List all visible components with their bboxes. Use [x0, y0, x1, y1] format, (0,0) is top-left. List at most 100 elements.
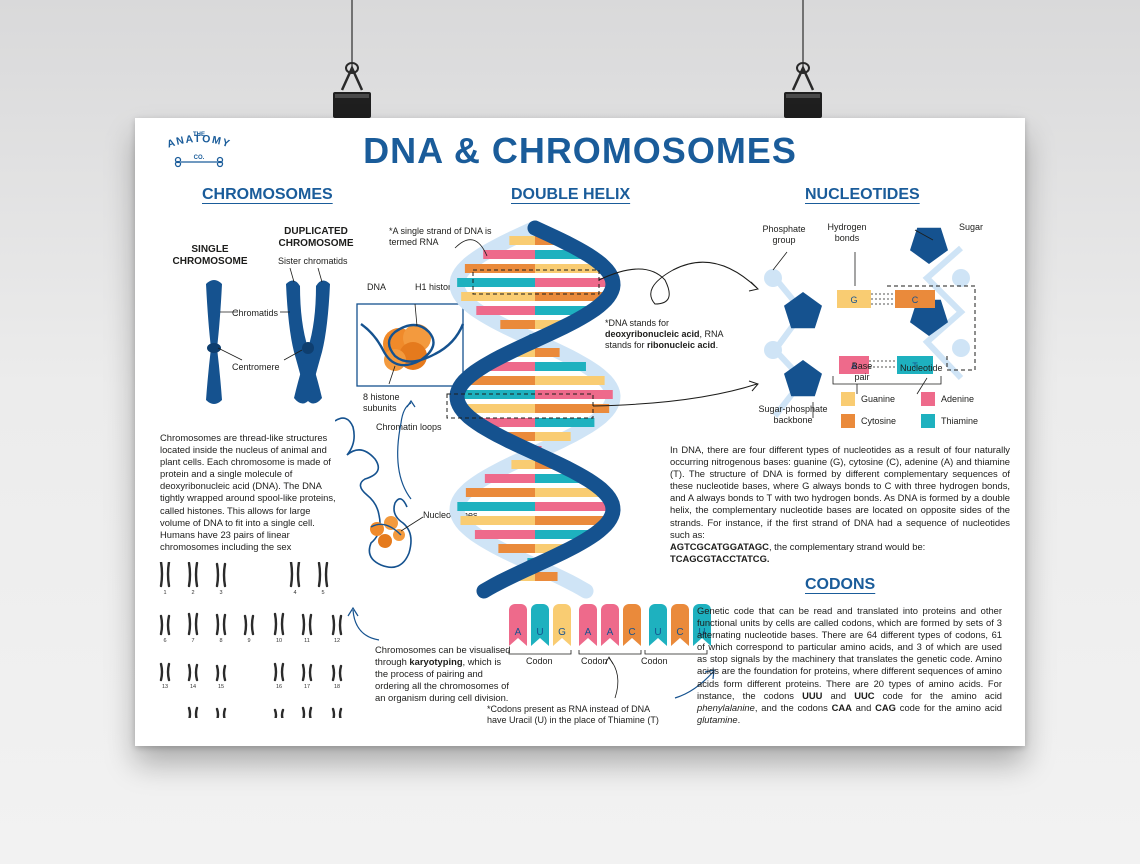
- base-pair-rung: [465, 488, 605, 497]
- chromosome-pair: [301, 706, 313, 718]
- brand-name: ANATOMY: [166, 133, 231, 151]
- karyotype-number: 8: [219, 638, 222, 644]
- double-helix: [446, 220, 759, 599]
- chromosome-pair: [187, 663, 199, 682]
- codons-m4: and: [851, 701, 876, 713]
- histone-subunits-label: 8 histone subunits: [363, 392, 400, 413]
- chromosome-pair: [215, 613, 227, 636]
- codon-letter: C: [628, 627, 635, 638]
- hanging-clips: [333, 0, 822, 118]
- chromosome-pair: [331, 614, 343, 636]
- chromosome-pair: [301, 663, 313, 682]
- dna-label: DNA: [367, 282, 387, 292]
- guanine-base: G: [837, 290, 871, 308]
- chromosome-pair: [273, 708, 285, 718]
- codon-label-2: Codon: [581, 656, 608, 666]
- base-legend: Guanine Adenine Cytosine Thiamine: [841, 392, 981, 432]
- legend-cytosine-text: Cytosine: [861, 416, 897, 426]
- sugar-pentagon: [784, 292, 822, 329]
- dna-note-bold2: ribonucleic acid: [647, 340, 716, 350]
- dna-note-end: .: [715, 340, 719, 350]
- karyotype-number: 4: [293, 590, 296, 596]
- leader-line: [772, 251, 788, 271]
- codon-letter: U: [654, 627, 661, 638]
- poster: THE ANATOMY CO. DNA & CHROMOSOMES CHROMO…: [135, 118, 1025, 746]
- selection-box: [472, 269, 600, 295]
- brand-suffix: CO.: [194, 155, 205, 161]
- nucleotide-label: Nucleotide: [900, 363, 943, 373]
- sugar-pentagon: [910, 299, 948, 336]
- base-pair-rung: [460, 516, 610, 525]
- chromosome-pair: [215, 664, 227, 682]
- codon-nucleotide: A: [601, 604, 619, 646]
- amino-phenylalanine: phenylalanine: [697, 701, 755, 713]
- chromosome-pair: [317, 562, 329, 588]
- chromosome-pair: [273, 662, 285, 682]
- cytosine-base: C: [895, 290, 935, 308]
- chromosome-pair: [215, 707, 227, 718]
- codon-cag: CAG: [875, 701, 896, 713]
- chromosome-pair: [187, 562, 199, 588]
- chromosome-pair: [301, 613, 313, 636]
- rna-note: *A single strand of DNA is termed RNA: [389, 226, 492, 247]
- base-pair-rung: [483, 250, 587, 259]
- karyotype-number: 7: [191, 638, 194, 644]
- karyotype-number: 18: [334, 684, 340, 690]
- codon-nucleotide: G: [553, 604, 571, 646]
- codon-nucleotide: U: [693, 604, 711, 646]
- karyotype-number: 10: [276, 638, 282, 644]
- karyotype-number: 11: [304, 638, 310, 644]
- sugar-pentagon: [910, 227, 948, 264]
- phosphate-group: [952, 269, 970, 287]
- base-pair-rung: [461, 292, 609, 301]
- codons-m2: code for the amino acid: [874, 689, 1002, 701]
- codon-nucleotide: A: [579, 604, 597, 646]
- chromosome-pair: [289, 562, 301, 588]
- sister-chromatids-label: Sister chromatids: [278, 256, 348, 266]
- codon-letter: A: [515, 627, 522, 638]
- duplicated-chromosome: [286, 280, 330, 404]
- karyotype-number: 13: [162, 684, 168, 690]
- phosphate-group-label: Phosphate group: [762, 224, 806, 245]
- bone-icon: [174, 156, 224, 168]
- arrow-to-nucleotides-icon: [598, 261, 758, 305]
- chromatin-strand: [335, 399, 424, 569]
- codon-letter: A: [607, 627, 614, 638]
- codons-p1: Genetic code that can be read and transl…: [697, 605, 1002, 701]
- heading-nucleotides: NUCLEOTIDES: [805, 186, 920, 203]
- base-pair-rung: [464, 264, 606, 273]
- chromosome-pair: [159, 562, 171, 588]
- chromosome-pair: [243, 614, 255, 636]
- base-pair-rung: [476, 306, 594, 315]
- base-pair-rung: [475, 418, 595, 427]
- chromosome-pair: [273, 612, 285, 636]
- codon-nucleotide: C: [623, 604, 641, 646]
- brand-logo: THE ANATOMY CO.: [166, 132, 231, 168]
- page-title: DNA & CHROMOSOMES: [363, 130, 797, 171]
- sequence-2: TCAGCGTACCTATCG.: [670, 552, 770, 564]
- chromosome-pair: [331, 664, 343, 682]
- leader-line: [914, 229, 934, 241]
- cytosine-swatch: [841, 414, 855, 428]
- chromosome-pair: [215, 562, 227, 588]
- codon-nucleotide: U: [649, 604, 667, 646]
- base-pair-rung: [457, 502, 613, 511]
- chromosomes-paragraph: Chromosomes are thread-like structures l…: [160, 432, 336, 552]
- binder-clip-icon: [333, 62, 371, 118]
- chromatids-label: Chromatids: [232, 308, 279, 318]
- dna-acronym-note: *DNA stands for deoxyribonucleic acid, R…: [605, 318, 730, 351]
- centromere-label: Centromere: [232, 362, 280, 372]
- h1-histone-label: H1 histone: [415, 282, 459, 292]
- codon-letter: G: [558, 627, 566, 638]
- codons-paragraph: Genetic code that can be read and transl…: [697, 605, 1002, 726]
- duplicated-chromosome-label: DUPLICATED CHROMOSOME: [278, 226, 354, 249]
- karyotype-number: 5: [321, 590, 324, 596]
- codon-uuc: UUC: [854, 689, 875, 701]
- heading-chromosomes: CHROMOSOMES: [202, 186, 333, 203]
- codon-nucleotide: A: [509, 604, 527, 646]
- base-pair-label: Base pair: [851, 361, 873, 382]
- adenine-base: A: [839, 356, 869, 374]
- codon-nucleotide: C: [671, 604, 689, 646]
- backbone-label: Sugar-phosphate backbone: [758, 404, 828, 425]
